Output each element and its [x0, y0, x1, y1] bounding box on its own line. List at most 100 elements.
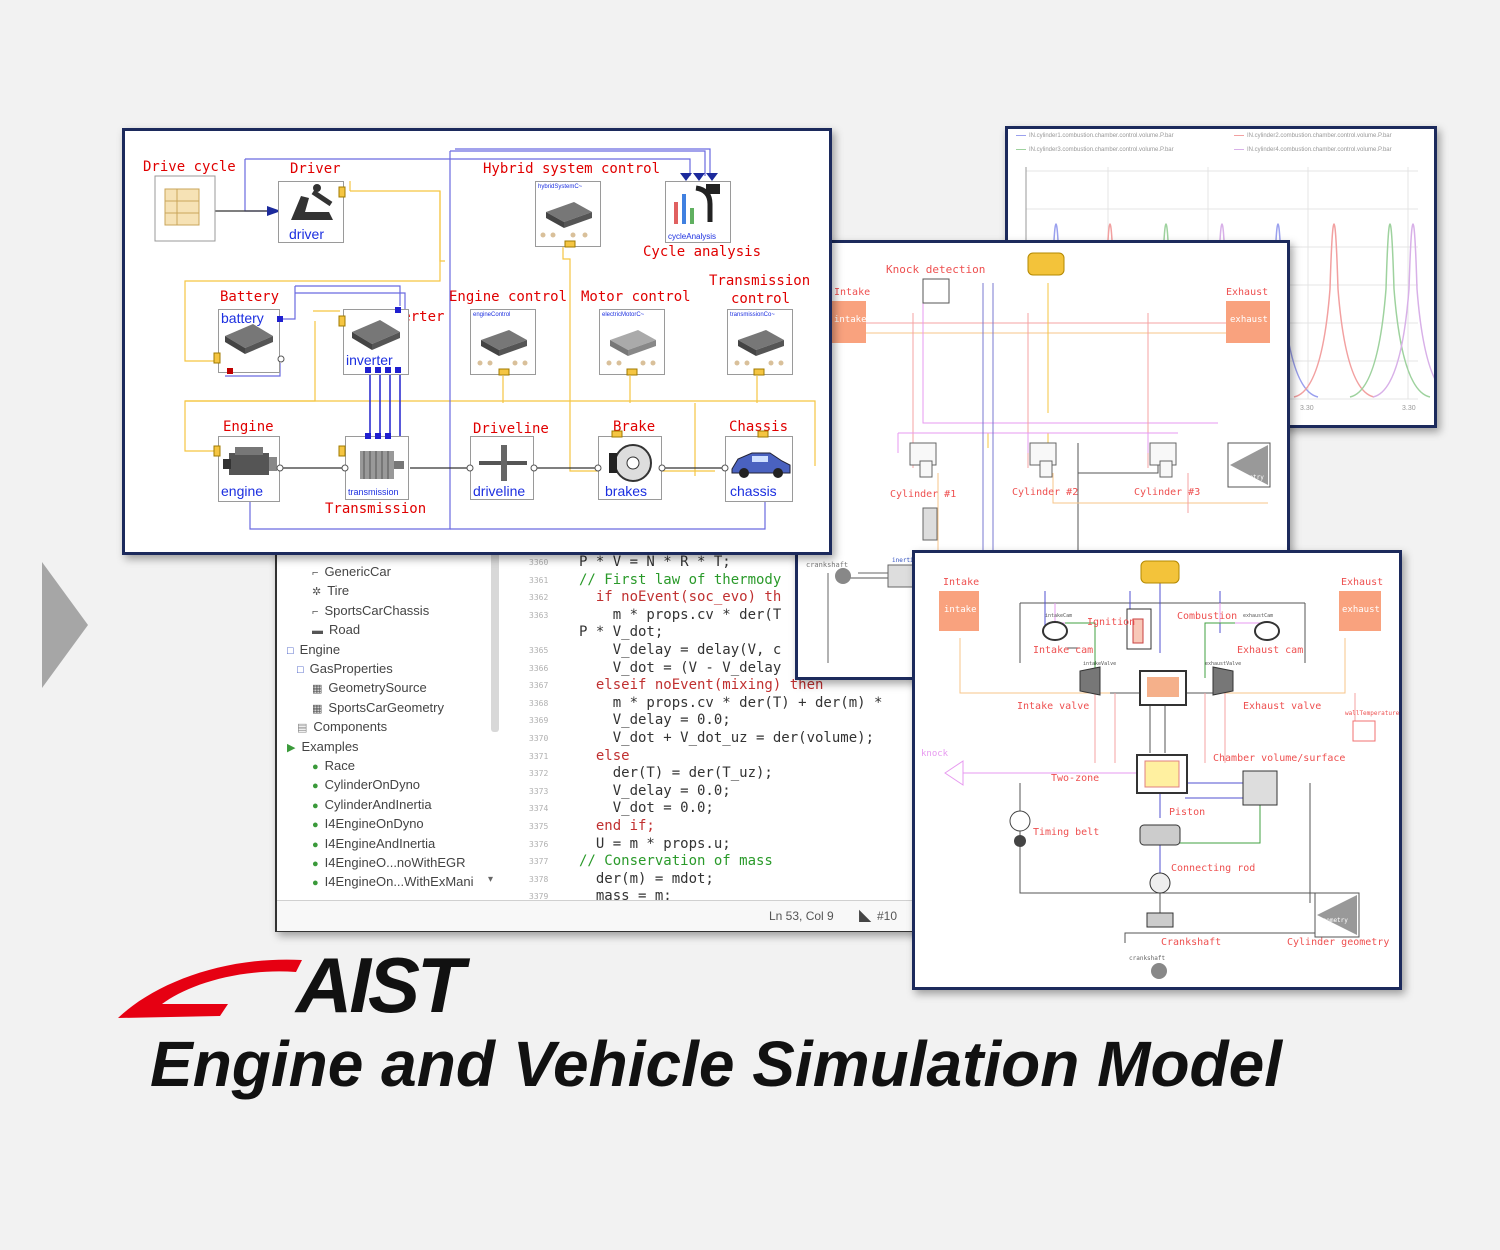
code-line[interactable]: V_dot + V_dot_uz = der(volume); — [579, 730, 875, 746]
tree-item[interactable]: ●I4EngineAndInertia — [312, 836, 435, 851]
code-line[interactable]: end if; — [579, 818, 655, 834]
driveline-block[interactable]: driveline — [470, 436, 534, 500]
two-zone-label: Two-zone — [1051, 773, 1100, 784]
tree-scrollbar[interactable] — [491, 552, 499, 732]
tree-item[interactable]: ▦GeometrySource — [312, 680, 427, 695]
tree-item[interactable]: ●CylinderAndInertia — [312, 797, 432, 812]
line-number: 3375 — [529, 822, 549, 831]
tree-item[interactable]: ●I4EngineOnDyno — [312, 816, 424, 831]
transmission-controller-icon — [738, 330, 784, 356]
tree-node-icon: ✲ — [312, 586, 322, 599]
brake-block[interactable]: brakes — [598, 436, 662, 500]
tree-item-label: Components — [313, 719, 388, 735]
cursor-position: Ln 53, Col 9 — [769, 909, 834, 923]
tree-item[interactable]: ●I4EngineO...noWithEGR — [312, 855, 466, 870]
code-line[interactable]: V_delay = 0.0; — [579, 782, 731, 799]
tree-item[interactable]: ●CylinderOnDyno — [312, 777, 420, 792]
tree-item[interactable]: □GasProperties — [297, 661, 393, 676]
exhaust-valve-icon-label: exhaustValve — [1205, 661, 1242, 667]
vehicle-connectors — [213, 186, 784, 472]
code-line[interactable]: if noEvent(soc_evo) th — [579, 589, 782, 606]
code-line[interactable]: P * V = N * R * T; — [579, 554, 731, 570]
cycle-analysis-block[interactable]: cycleAnalysis — [665, 181, 731, 243]
tree-node-icon: ● — [312, 819, 319, 832]
tree-item-label: Examples — [301, 738, 359, 754]
code-line[interactable]: elseif noEvent(mixing) then — [579, 677, 824, 694]
tree-item[interactable]: ▶Examples — [287, 739, 359, 754]
mc-inertia-label: inertia — [892, 557, 918, 564]
brake-disc-icon — [609, 444, 652, 482]
status-icon[interactable]: ◣ — [859, 907, 872, 924]
tree-node-icon: ● — [312, 858, 319, 870]
tree-item[interactable]: ●Race — [312, 758, 355, 773]
battery-block[interactable]: battery — [218, 309, 280, 373]
tree-node-icon: ⌐ — [312, 567, 319, 579]
tree-scroll-down-icon[interactable]: ▾ — [488, 874, 494, 885]
exhaust-valve-label: Exhaust valve — [1243, 701, 1322, 712]
tree-item-label: Road — [329, 622, 361, 638]
timing-belt-label: Timing belt — [1033, 827, 1100, 838]
code-line[interactable]: P * V_dot; — [579, 624, 664, 641]
tree-item-label: Tire — [327, 583, 350, 599]
code-line[interactable]: V_dot = 0.0; — [579, 800, 714, 817]
tree-item[interactable]: ▤Components — [297, 719, 387, 734]
code-line[interactable]: der(T) = der(T_uz); — [579, 765, 773, 782]
exhaust-cam-icon-label: exhaustCam — [1243, 613, 1274, 619]
controller-icon — [546, 202, 592, 228]
exhaust-cam-label: Exhaust cam — [1237, 645, 1304, 656]
cylinder-geometry-label: Cylinder geometry — [1287, 937, 1390, 948]
code-line[interactable]: V_delay = 0.0; — [579, 712, 731, 729]
code-line[interactable]: V_dot = (V - V_delay — [579, 659, 782, 676]
code-line[interactable]: U = m * props.u; — [579, 835, 731, 852]
line-number: 3366 — [529, 663, 549, 673]
code-line[interactable]: der(m) = mdot; — [579, 870, 714, 887]
cyl-intake-box[interactable]: intake — [939, 591, 979, 631]
tree-expand-icon: □ — [297, 664, 304, 676]
engine-icon — [223, 447, 277, 475]
tree-item[interactable]: ✲ Tire — [312, 583, 349, 598]
driver-block[interactable]: driver — [278, 181, 344, 243]
mc-intake-label: Intake — [834, 287, 871, 298]
line-number: 3369 — [529, 716, 549, 726]
package-tree: ⌐GenericCar✲Tire⌐SportsCarChassis▬Road□E… — [277, 542, 507, 902]
transmission-control-label-2: control — [731, 291, 791, 307]
gearbox-icon — [360, 451, 404, 479]
mc-exhaust-box[interactable]: exhaust — [1226, 301, 1270, 343]
connecting-rod-label: Connecting rod — [1171, 863, 1256, 874]
driver-label: Driver — [290, 161, 341, 177]
tree-item[interactable]: ▦SportsCarGeometry — [312, 700, 444, 715]
transmission-control-label: Transmission — [709, 273, 811, 289]
plot-legend-entry: IN.cylinder4.combustion.chamber.control.… — [1234, 147, 1392, 153]
transmission-block[interactable]: transmission — [345, 436, 409, 500]
code-line[interactable]: // First law of thermody — [579, 571, 782, 588]
line-number: 3367 — [529, 681, 549, 691]
brake-label: Brake — [613, 419, 656, 435]
hybrid-control-block[interactable]: hybridSystemC~ — [535, 181, 601, 247]
chassis-block[interactable]: chassis — [725, 436, 793, 502]
tree-item[interactable]: ⌐GenericCar — [312, 564, 391, 579]
line-number: 3376 — [529, 839, 549, 849]
tree-item[interactable]: ⌐SportsCarChassis — [312, 603, 429, 618]
cylinder-3-label: Cylinder #3 — [1134, 487, 1201, 498]
inverter-block[interactable]: inverter — [343, 309, 409, 375]
code-line[interactable]: m * props.cv * der(T) + der(m) * — [579, 694, 883, 711]
cyl-exhaust-box[interactable]: exhaust — [1339, 591, 1381, 631]
chamber-label: Chamber volume/surface — [1213, 753, 1346, 764]
tree-item-label: SportsCarGeometry — [328, 699, 444, 715]
code-line[interactable]: V_delay = delay(V, c — [579, 642, 782, 658]
engine-block[interactable]: engine — [218, 436, 280, 502]
mc-intake-box[interactable]: intake — [832, 301, 867, 343]
battery-label: Battery — [220, 289, 280, 305]
status-bar: Ln 53, Col 9 ◣ #10 — [277, 900, 933, 931]
combustion-label: Combustion — [1177, 611, 1238, 622]
tree-item[interactable]: ▬Road — [312, 622, 360, 637]
tree-item-label: Race — [324, 758, 356, 773]
code-line[interactable]: // Conservation of mass — [579, 853, 773, 870]
tree-item[interactable]: ●I4EngineOn...WithExMani — [312, 874, 474, 889]
geometry-icon-label: geometry — [1319, 917, 1348, 924]
hybrid-control-label: Hybrid system control — [483, 161, 661, 177]
code-line[interactable]: else — [579, 747, 630, 764]
cylinder-diagram-window: Intake intake Exhaust exhaust intakeCam … — [912, 550, 1402, 990]
tree-item[interactable]: □Engine — [287, 642, 340, 657]
code-line[interactable]: m * props.cv * der(T — [579, 606, 782, 623]
